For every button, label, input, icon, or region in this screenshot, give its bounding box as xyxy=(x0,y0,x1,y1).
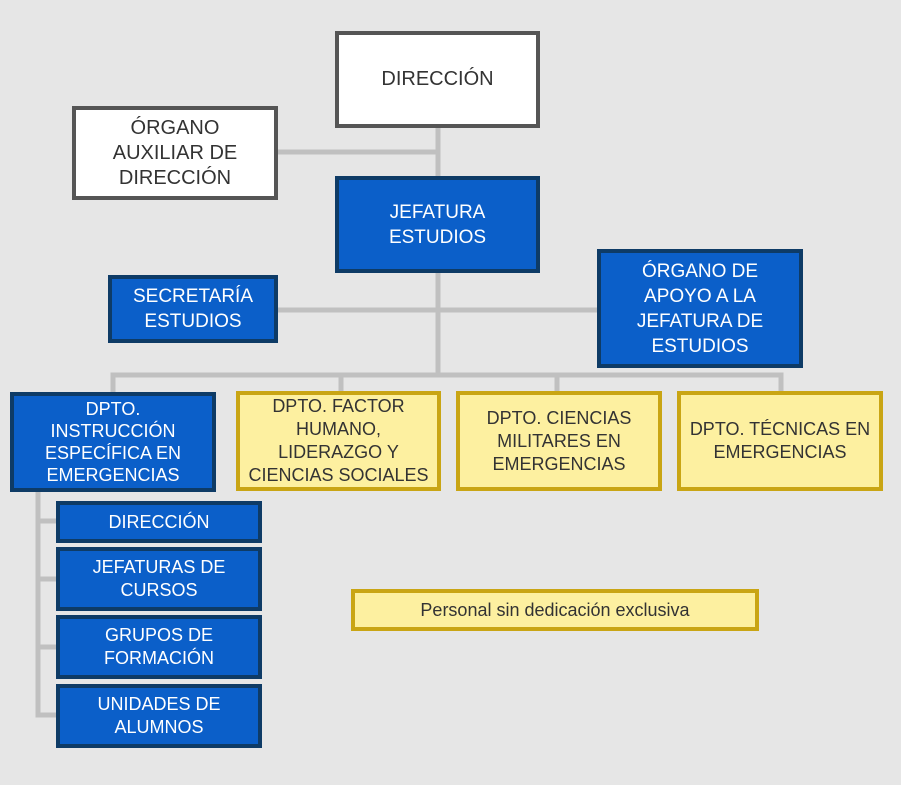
box-sub-jefaturas-cursos: JEFATURAS DE CURSOS xyxy=(56,547,262,611)
box-organo-apoyo: ÓRGANO DE APOYO A LA JEFATURA DE ESTUDIO… xyxy=(597,249,803,368)
box-dept-ciencias-militares: DPTO. CIENCIAS MILITARES EN EMERGENCIAS xyxy=(456,391,662,491)
box-organo-auxiliar: ÓRGANO AUXILIAR DE DIRECCIÓN xyxy=(72,106,278,200)
legend-personal-sin-dedicacion: Personal sin dedicación exclusiva xyxy=(351,589,759,631)
box-dept-instruccion: DPTO. INSTRUCCIÓN ESPECÍFICA EN EMERGENC… xyxy=(10,392,216,492)
box-sub-grupos-formacion: GRUPOS DE FORMACIÓN xyxy=(56,615,262,679)
box-direccion: DIRECCIÓN xyxy=(335,31,540,128)
box-secretaria-estudios: SECRETARÍA ESTUDIOS xyxy=(108,275,278,343)
box-jefatura-estudios: JEFATURA ESTUDIOS xyxy=(335,176,540,273)
box-dept-tecnicas: DPTO. TÉCNICAS EN EMERGENCIAS xyxy=(677,391,883,491)
box-sub-unidades-alumnos: UNIDADES DE ALUMNOS xyxy=(56,684,262,748)
box-dept-factor-humano: DPTO. FACTOR HUMANO, LIDERAZGO Y CIENCIA… xyxy=(236,391,441,491)
box-sub-direccion: DIRECCIÓN xyxy=(56,501,262,543)
